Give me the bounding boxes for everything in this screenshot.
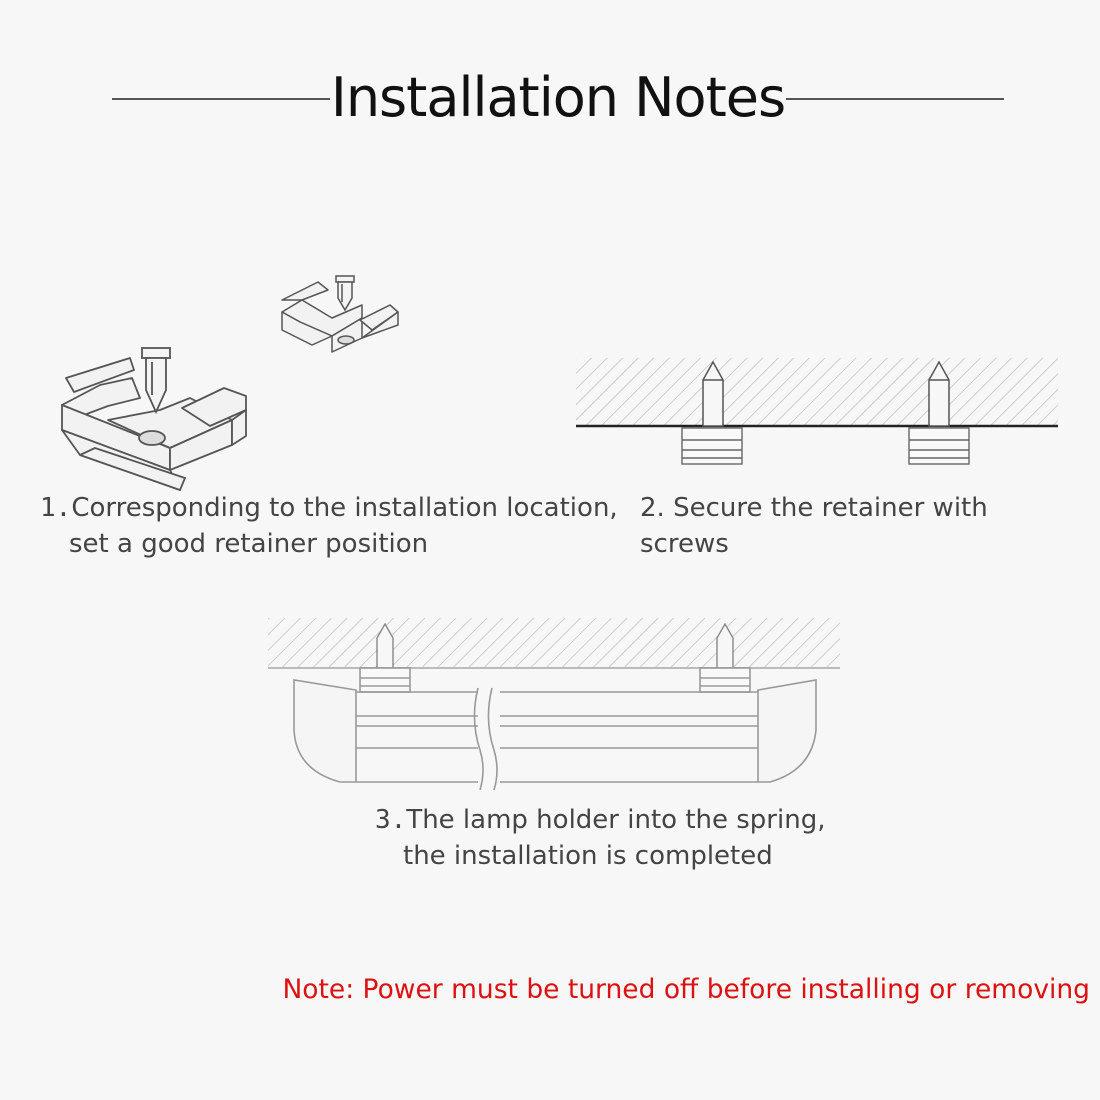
title-area: Installation Notes: [0, 58, 1100, 138]
step-3-line-1: The lamp holder into the spring,: [406, 805, 826, 835]
retainer-clip-icon: [281, 281, 399, 353]
step-2-line-1: Secure the retainer with screws: [640, 493, 988, 559]
retainer-clip-icon: [61, 357, 247, 491]
screw-icon: [702, 360, 950, 427]
lamp-tube: [293, 667, 817, 791]
step-1-number: 1.: [40, 493, 72, 523]
title-rule-left: [112, 98, 330, 100]
title-rule-right: [786, 98, 1004, 100]
power-warning-note: Note: Power must be turned off before in…: [282, 974, 1090, 1005]
screw-icon: [141, 347, 171, 415]
step-1-caption: 1.Corresponding to the installation loca…: [40, 490, 620, 562]
step-3-line-2: the installation is completed: [403, 841, 773, 871]
step-2-caption: 2. Secure the retainer with screws: [640, 490, 1080, 562]
page-title: Installation Notes: [330, 66, 786, 129]
step-2-number: 2.: [640, 493, 665, 523]
screw-icon: [335, 275, 355, 312]
step-3-number: 3.: [375, 805, 407, 835]
ceiling-hatch: [576, 358, 1058, 428]
ceiling-hatch: [268, 618, 840, 669]
step-3-caption: 3.The lamp holder into the spring, the i…: [375, 802, 835, 874]
retainer-block: [681, 427, 970, 465]
step-1-line-2: set a good retainer position: [69, 529, 429, 559]
step-1-line-1: Corresponding to the installation locati…: [71, 493, 618, 523]
